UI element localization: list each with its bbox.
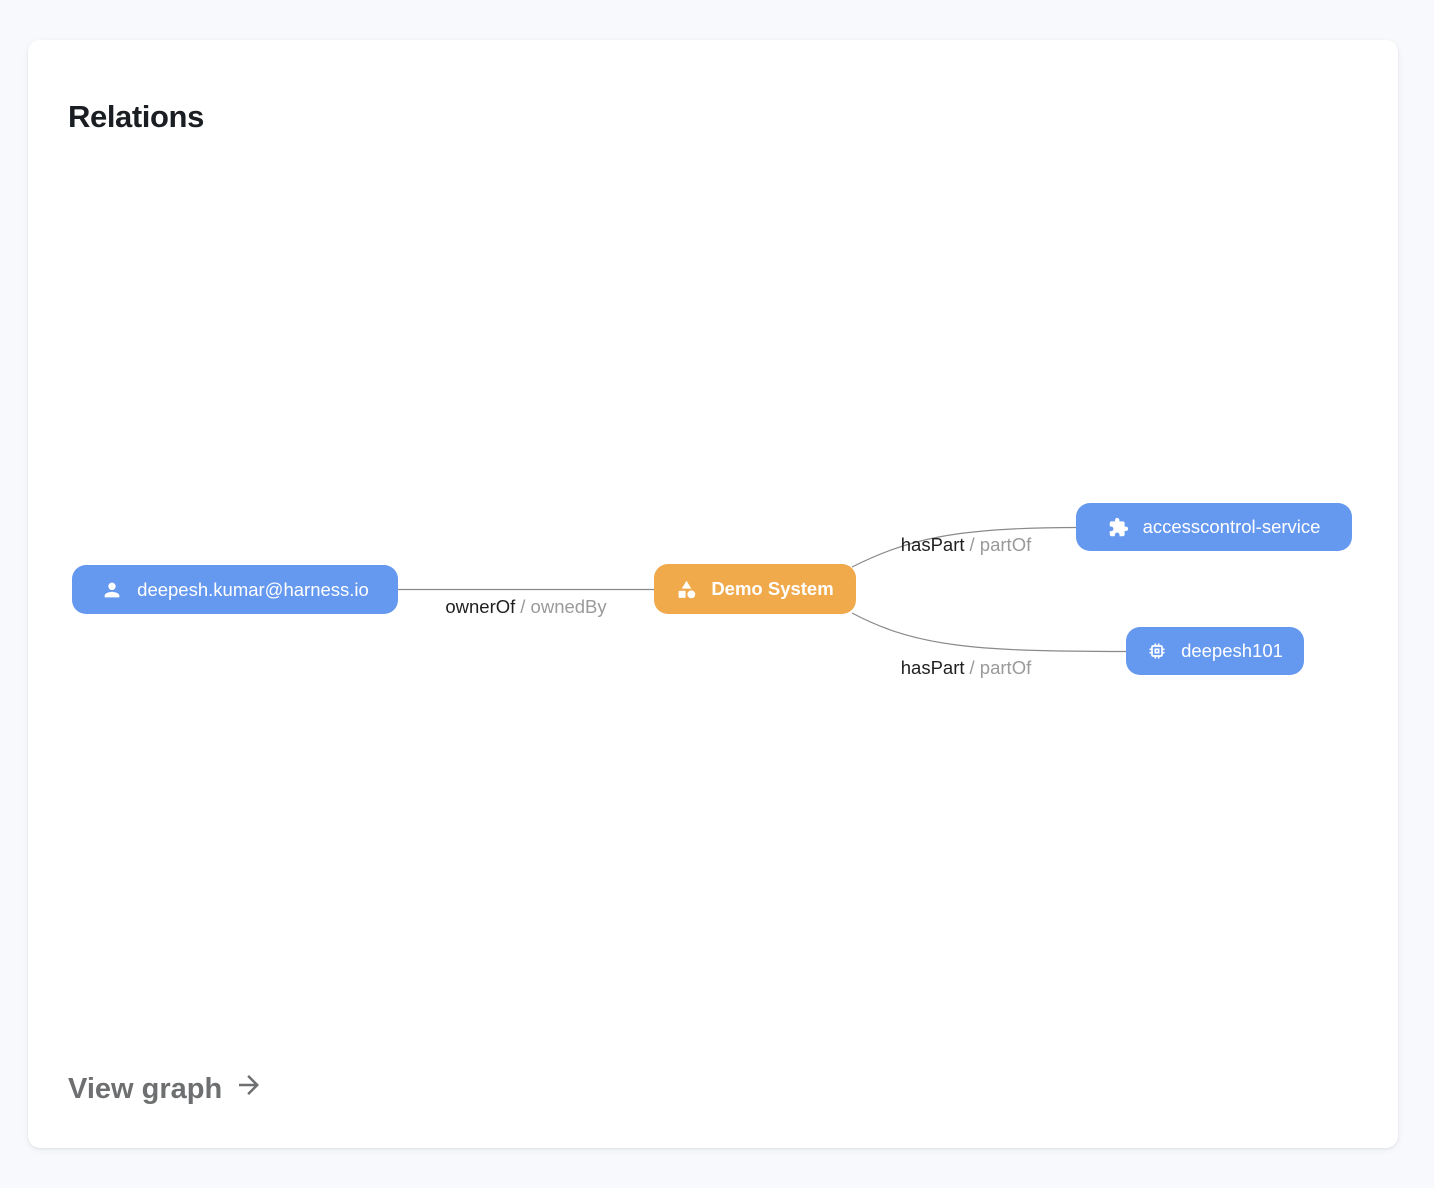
view-graph-label: View graph [68, 1072, 223, 1105]
node-user[interactable]: deepesh.kumar@harness.io [72, 565, 398, 614]
edge-label-primary: ownerOf [445, 596, 516, 617]
node-component[interactable]: deepesh101 [1126, 627, 1304, 675]
person-icon [101, 579, 123, 601]
puzzle-icon [1108, 517, 1129, 538]
edge-label-primary: hasPart [900, 534, 965, 555]
card-title: Relations [68, 98, 204, 134]
node-label: deepesh.kumar@harness.io [137, 578, 369, 600]
edge-label-secondary: / partOf [969, 534, 1032, 555]
node-label: deepesh101 [1181, 640, 1283, 661]
node-system[interactable]: Demo System [654, 564, 856, 614]
edge-label-secondary: / partOf [969, 657, 1032, 678]
view-graph-link[interactable]: View graph [68, 1070, 264, 1108]
arrow-right-icon [234, 1070, 264, 1108]
chip-icon [1147, 641, 1167, 661]
node-label: Demo System [711, 578, 834, 599]
node-label: accesscontrol-service [1142, 516, 1321, 537]
edge-label-ownerof: ownerOf/ ownedBy [445, 596, 606, 618]
edge-line-haspart-bottom [851, 612, 1127, 653]
edge-label-haspart-bottom: hasPart/ partOf [901, 657, 1031, 679]
category-icon [676, 579, 697, 600]
edge-label-secondary: / ownedBy [520, 596, 607, 617]
relations-card: Relations ownerOf/ ownedBy hasPart/ part… [28, 40, 1398, 1148]
node-service[interactable]: accesscontrol-service [1076, 503, 1352, 551]
edge-label-haspart-top: hasPart/ partOf [901, 534, 1031, 556]
edge-label-primary: hasPart [900, 657, 965, 678]
